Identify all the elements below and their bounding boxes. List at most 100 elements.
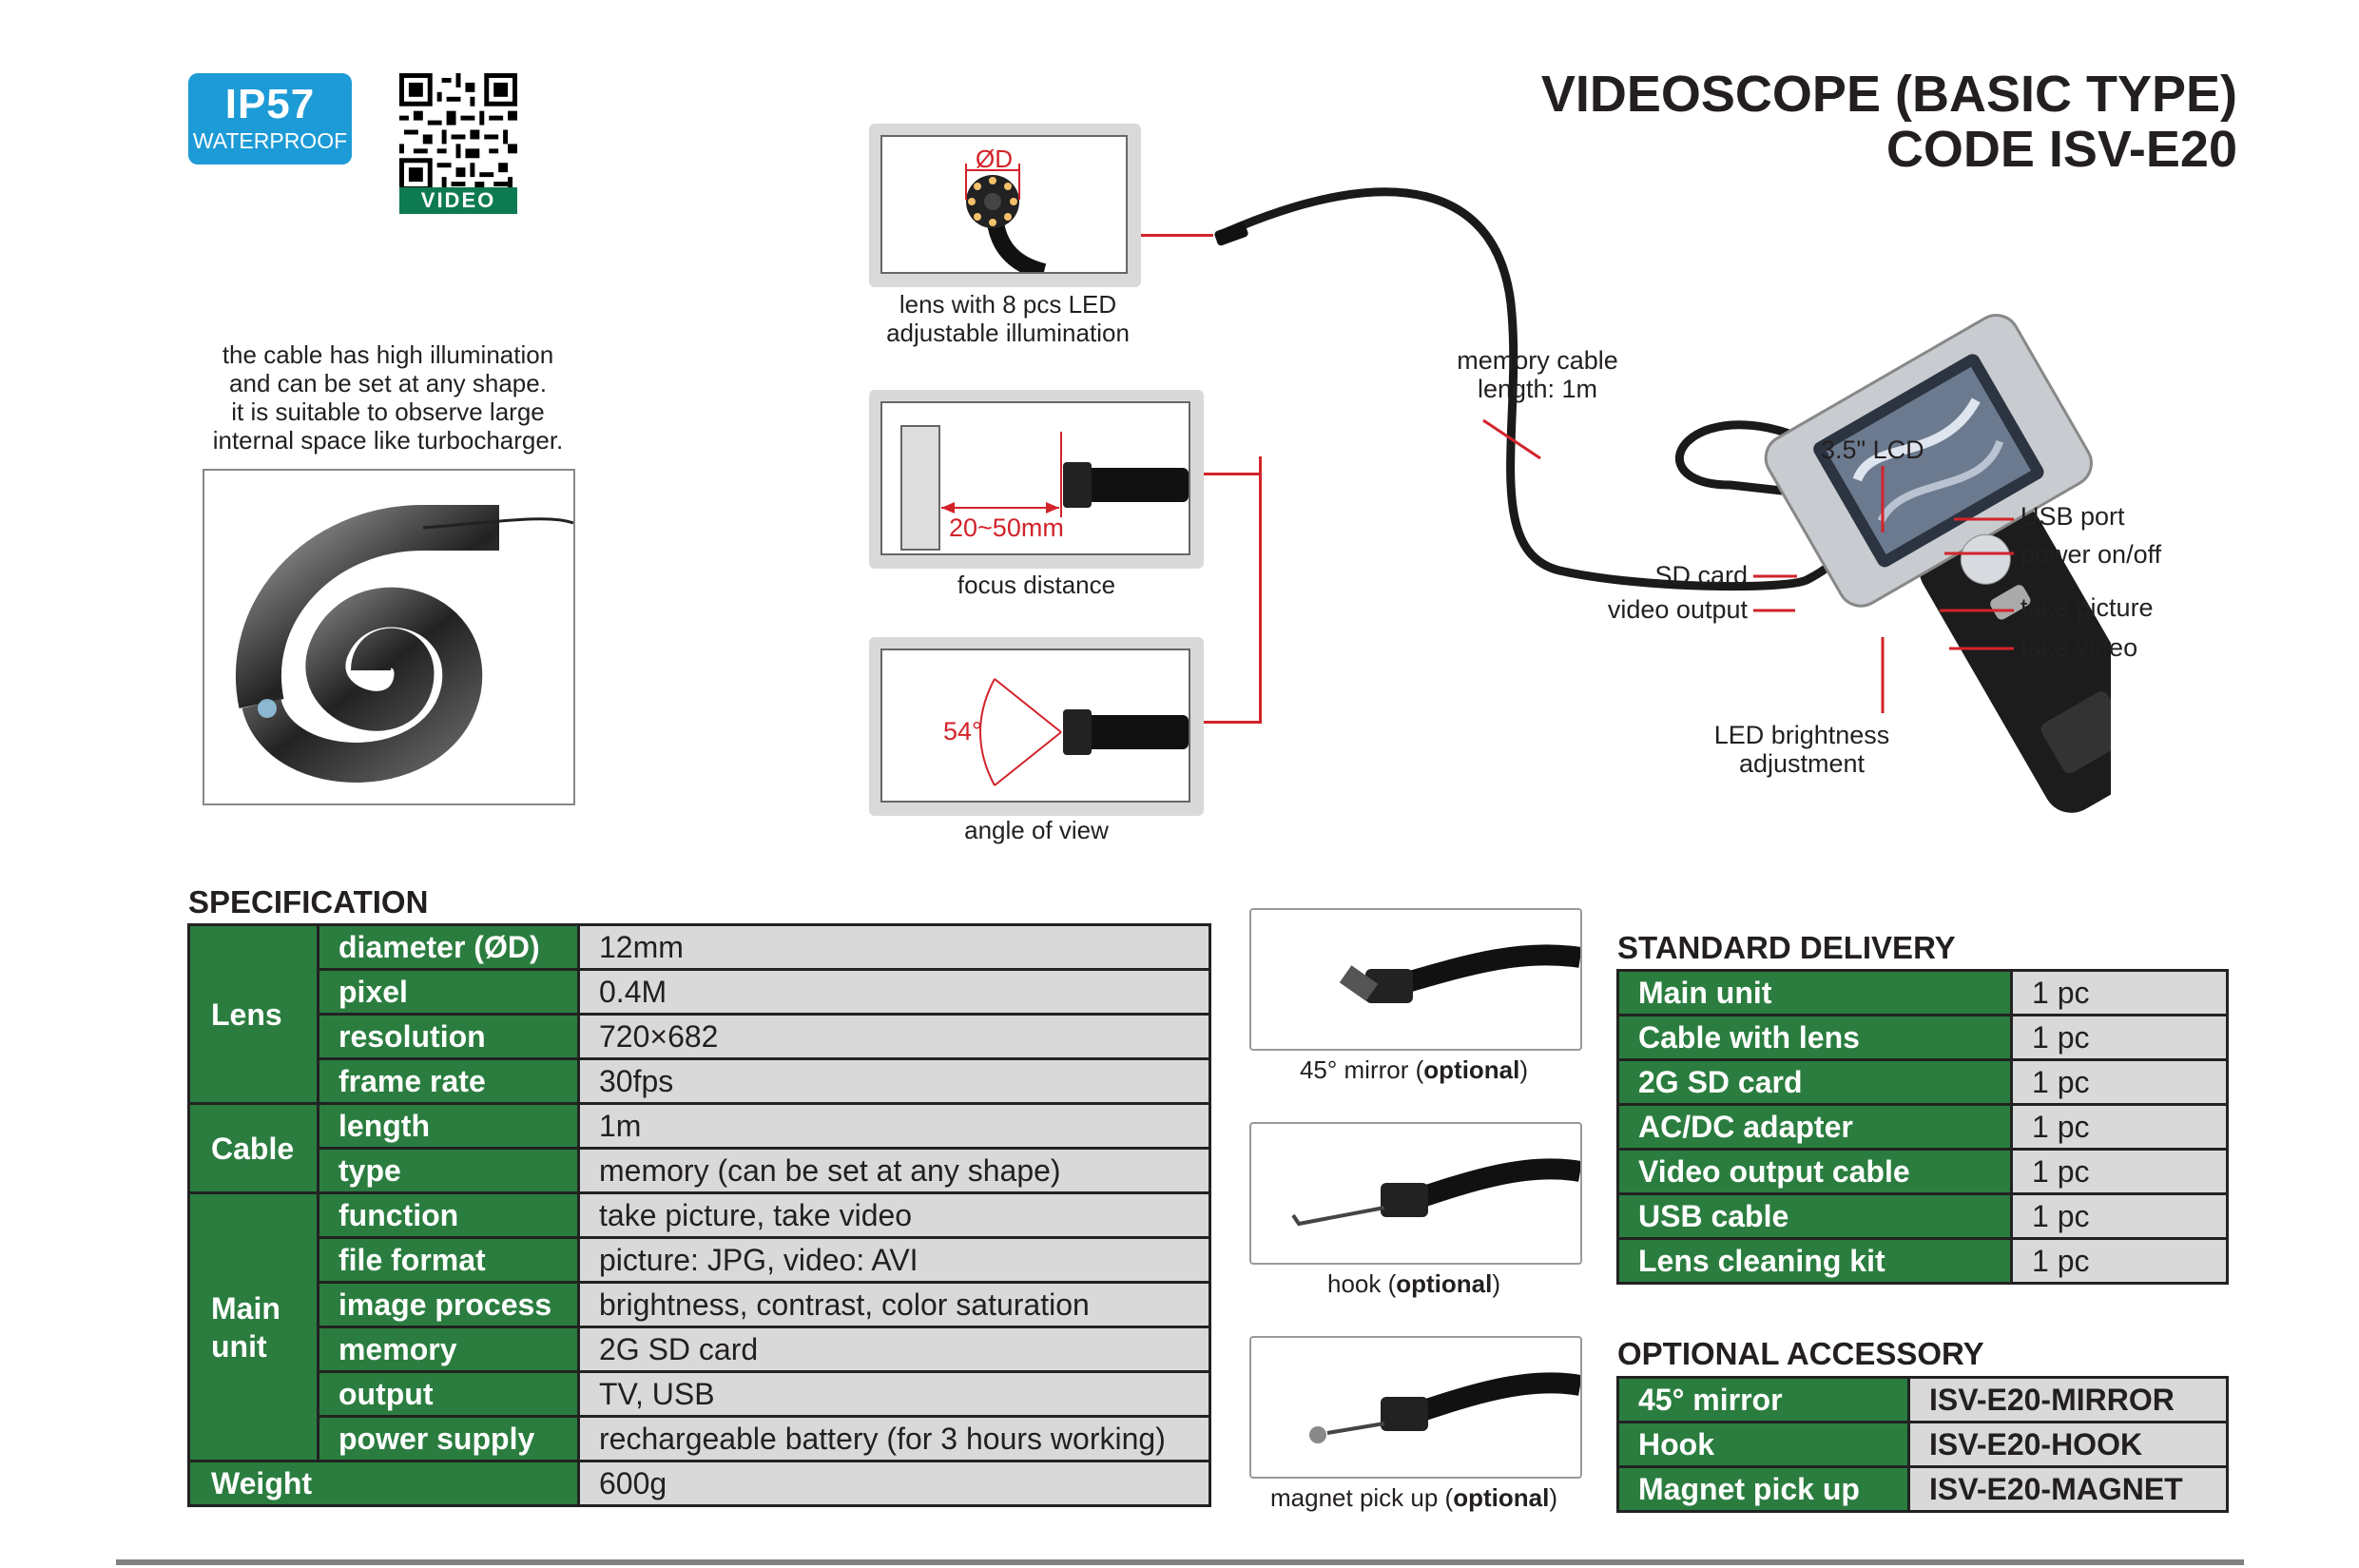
memory-cable-label-line: memory cable [1457, 346, 1618, 375]
spec-value: picture: JPG, video: AVI [577, 1236, 1211, 1284]
led-brightness-label: LED brightness adjustment [1702, 721, 1902, 778]
connector-line [1259, 456, 1262, 724]
lcd-label: 3.5" LCD [1821, 436, 1924, 464]
video-output-label: video output [1607, 595, 1748, 624]
led-label-line: LED brightness [1713, 721, 1890, 749]
lens-detail-frame: ØD [869, 124, 1141, 287]
spec-label: image process [317, 1281, 580, 1328]
optional-heading: OPTIONAL ACCESSORY [1617, 1336, 1984, 1371]
cable-note-line: the cable has high illumination [222, 340, 554, 369]
spec-label: function [317, 1191, 580, 1239]
optional-text: optional [1396, 1269, 1493, 1298]
lens-caption-line: lens with 8 pcs LED [899, 290, 1117, 319]
lens-caption-line: adjustable illumination [886, 319, 1130, 347]
group-weight: Weight [187, 1460, 580, 1507]
delivery-item: Video output cable [1616, 1148, 2013, 1195]
delivery-qty: 1 pc [2010, 1237, 2229, 1285]
magnet-caption: magnet pick up (optional) [1270, 1483, 1557, 1512]
usb-port-label: USB port [2021, 502, 2125, 531]
cable-note-line: and can be set at any shape. [229, 369, 547, 397]
connector-line [1204, 721, 1261, 724]
delivery-qty: 1 pc [2010, 1058, 2229, 1106]
ip57-text: IP57 [224, 81, 316, 127]
page-title: VIDEOSCOPE (BASIC TYPE) [1540, 66, 2237, 123]
connector-line [1204, 473, 1261, 475]
group-cable: Cable [187, 1102, 319, 1194]
hook-caption-text: hook ( [1326, 1269, 1397, 1298]
optional-text: optional [1423, 1055, 1520, 1084]
spiral-cable-icon [235, 505, 574, 783]
take-picture-label: take picture [2021, 593, 2154, 622]
spec-value: memory (can be set at any shape) [577, 1147, 1211, 1194]
spec-value: brightness, contrast, color saturation [577, 1281, 1211, 1328]
magnet-caption-text: magnet pick up ( [1270, 1483, 1454, 1512]
videoscope-product-image [1214, 187, 2111, 813]
spec-label: frame rate [317, 1057, 580, 1105]
optional-item: Hook [1616, 1421, 1910, 1468]
optional-item: 45° mirror [1616, 1376, 1910, 1423]
optional-item: Magnet pick up [1616, 1465, 1910, 1513]
qr-video-label[interactable]: VIDEO [399, 187, 517, 214]
delivery-item: USB cable [1616, 1192, 2013, 1240]
delivery-qty: 1 pc [2010, 1103, 2229, 1151]
led-label-line: adjustment [1738, 749, 1866, 778]
delivery-item: 2G SD card [1616, 1058, 2013, 1106]
spec-label: type [317, 1147, 580, 1194]
mirror-caption: 45° mirror (optional) [1299, 1055, 1529, 1084]
power-label: power on/off [2021, 540, 2162, 569]
focus-detail-frame: 20~50mm [869, 390, 1204, 569]
spec-label: output [317, 1370, 580, 1418]
spec-value: 720×682 [577, 1013, 1211, 1060]
sd-card-label: SD card [1654, 561, 1748, 590]
delivery-heading: STANDARD DELIVERY [1617, 930, 1956, 965]
angle-caption: angle of view [964, 816, 1109, 844]
spec-value: 30fps [577, 1057, 1211, 1105]
focus-distance-icon [900, 425, 1189, 551]
magnet-accessory-image [1249, 1336, 1582, 1479]
qr-code-icon[interactable] [399, 73, 517, 191]
spec-heading: SPECIFICATION [188, 884, 429, 920]
delivery-qty: 1 pc [2010, 1192, 2229, 1240]
lens-caption: lens with 8 pcs LED adjustable illuminat… [837, 290, 1179, 347]
angle-of-view-icon [979, 678, 1189, 786]
group-main-line: unit [211, 1328, 267, 1364]
cable-note: the cable has high illumination and can … [188, 340, 588, 455]
spec-label: resolution [317, 1013, 580, 1060]
spec-value: TV, USB [577, 1370, 1211, 1418]
optional-text: optional [1453, 1483, 1550, 1512]
spec-value: take picture, take video [577, 1191, 1211, 1239]
hook-caption: hook (optional) [1326, 1269, 1501, 1298]
diameter-symbol: ØD [976, 145, 1013, 173]
optional-code: ISV-E20-MAGNET [1907, 1465, 2229, 1513]
delivery-item: Cable with lens [1616, 1014, 2013, 1061]
take-video-label: take video [2021, 633, 2138, 662]
mirror-caption-text: 45° mirror ( [1299, 1055, 1424, 1084]
spec-label: file format [317, 1236, 580, 1284]
cable-note-line: it is suitable to observe large [231, 397, 545, 426]
hook-icon [1291, 1158, 1582, 1227]
focus-measure: 20~50mm [949, 513, 1064, 542]
waterproof-text: WATERPROOF [192, 128, 348, 153]
spec-label: memory [317, 1326, 580, 1373]
spiral-cable-image [203, 469, 575, 805]
delivery-qty: 1 pc [2010, 969, 2229, 1016]
spec-value: 1m [577, 1102, 1211, 1150]
